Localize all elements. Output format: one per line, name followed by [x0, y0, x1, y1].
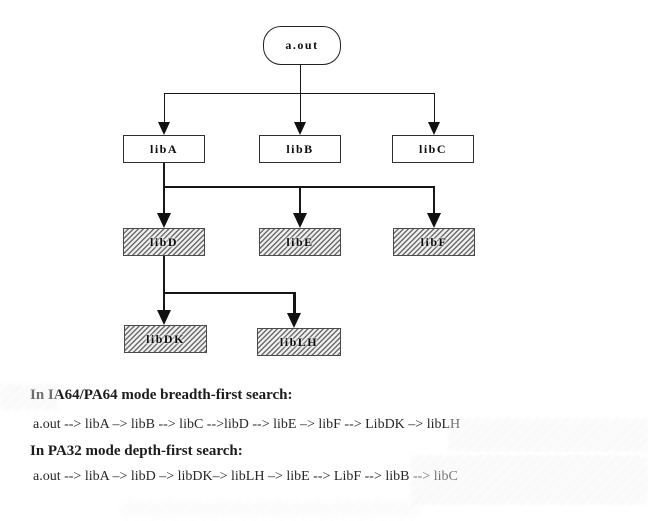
node-libd: libD — [123, 228, 205, 256]
connector-level1-bus — [164, 93, 435, 94]
node-aout-label: a.out — [285, 38, 319, 52]
connector-libb-stem — [300, 93, 301, 122]
arrowhead-libd-icon — [157, 213, 171, 228]
connector-libd-stem — [163, 188, 165, 213]
node-liblh-label: libLH — [279, 334, 319, 349]
node-liblh: libLH — [257, 328, 341, 356]
connector-liba-down — [163, 163, 165, 187]
node-libdk: libDK — [124, 325, 207, 353]
arrowhead-libb-icon — [294, 122, 306, 135]
arrowhead-libdk-icon — [157, 310, 171, 325]
connector-liba-stem — [164, 93, 165, 122]
node-libf-label: libF — [420, 234, 448, 249]
connector-level3-bus — [163, 292, 296, 294]
dfs-heading: In PA32 mode depth-first search: — [30, 443, 243, 459]
node-libd-label: libD — [149, 234, 178, 249]
connector-libc-stem — [434, 93, 435, 122]
node-libdk-label: libDK — [146, 331, 185, 346]
arrowhead-liblh-icon — [287, 313, 301, 328]
arrowhead-libf-icon — [427, 213, 441, 228]
arrowhead-libc-icon — [428, 122, 440, 135]
connector-libd-down — [163, 256, 165, 294]
node-libb-label: libB — [286, 141, 314, 156]
connector-libdk-stem — [163, 292, 165, 310]
connector-libe-stem — [299, 188, 301, 213]
connector-libf-stem — [433, 188, 435, 213]
node-libc-label: libC — [418, 141, 447, 156]
bfs-heading: In IA64/PA64 mode breadth-first search: — [30, 387, 293, 403]
connector-level2-bus — [163, 186, 435, 188]
node-libe: libE — [259, 228, 341, 256]
dfs-order-line: a.out --> libA –> libD –> libDK–> libLH … — [33, 469, 458, 484]
node-libb: libB — [259, 135, 341, 163]
node-liba-label: libA — [149, 141, 178, 156]
node-libf: libF — [393, 228, 475, 256]
node-libc: libC — [392, 135, 474, 163]
node-liba: libA — [123, 135, 205, 163]
node-libe-label: libE — [286, 234, 314, 249]
bfs-order-line: a.out --> libA –> libB --> libC -->libD … — [33, 417, 461, 432]
connector-liblh-stem — [293, 292, 296, 313]
arrowhead-libe-icon — [293, 213, 307, 228]
arrowhead-liba-icon — [158, 122, 170, 135]
connector-root-stem — [300, 65, 301, 94]
node-aout: a.out — [263, 26, 341, 65]
